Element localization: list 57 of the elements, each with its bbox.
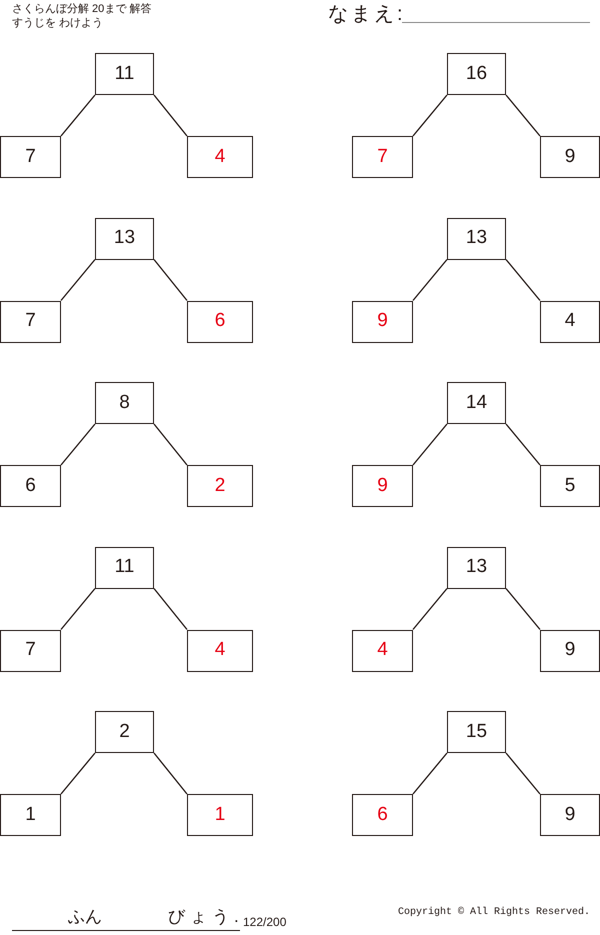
minutes-label: ふん	[68, 907, 102, 927]
number-box: 11	[95, 546, 154, 588]
connector-line	[412, 424, 448, 466]
connector-line	[506, 588, 540, 630]
connector-line	[60, 424, 96, 466]
worksheet-title: さくらんぼ分解 20まで 解答	[12, 3, 152, 16]
connector-line	[506, 752, 540, 794]
answer-box: 4	[187, 630, 253, 672]
number-box: 9	[540, 136, 600, 178]
number-box: 4	[540, 300, 600, 342]
connector-line	[412, 588, 448, 630]
number-box: 9	[540, 630, 600, 672]
connector-line	[412, 752, 448, 794]
answer-box: 9	[352, 300, 413, 342]
instruction-text: すうじを わけよう	[12, 17, 104, 30]
number-box: 1	[0, 794, 61, 836]
number-box: 14	[447, 382, 506, 424]
connector-line	[154, 259, 188, 301]
answer-box: 1	[187, 794, 253, 836]
number-box: 7	[0, 300, 61, 342]
number-box: 6	[0, 465, 61, 507]
connector-line	[60, 588, 96, 630]
number-box: 13	[447, 546, 506, 588]
connector-line	[60, 94, 96, 136]
connector-line	[154, 94, 188, 136]
number-box: 13	[447, 218, 506, 260]
answer-box: 4	[187, 136, 253, 178]
number-box: 8	[95, 382, 154, 424]
connector-line	[154, 752, 188, 794]
number-box: 9	[540, 794, 600, 836]
connector-line	[412, 259, 448, 301]
answer-box: 6	[187, 300, 253, 342]
answer-box: 4	[352, 630, 413, 672]
number-box: 7	[0, 136, 61, 178]
answer-box: 2	[187, 465, 253, 507]
number-box: 5	[540, 465, 600, 507]
number-box: 15	[447, 711, 506, 753]
connector-line	[506, 259, 540, 301]
number-box: 2	[95, 711, 154, 753]
number-box: 13	[95, 218, 154, 260]
name-label: なまえ:	[328, 2, 406, 26]
connector-line	[60, 752, 96, 794]
connector-line	[154, 424, 188, 466]
page-number: 122/200	[243, 915, 286, 929]
number-box: 16	[447, 53, 506, 95]
connector-line	[60, 259, 96, 301]
answer-box: 7	[352, 136, 413, 178]
answer-box: 9	[352, 465, 413, 507]
connector-line	[506, 94, 540, 136]
connector-line	[506, 424, 540, 466]
seconds-label: びょう.	[168, 907, 244, 926]
connector-line	[154, 588, 188, 630]
number-box: 7	[0, 630, 61, 672]
connector-line	[412, 94, 448, 136]
answer-box: 6	[352, 794, 413, 836]
number-box: 11	[95, 53, 154, 95]
copyright-text: Copyright © All Rights Reserved.	[398, 907, 590, 919]
